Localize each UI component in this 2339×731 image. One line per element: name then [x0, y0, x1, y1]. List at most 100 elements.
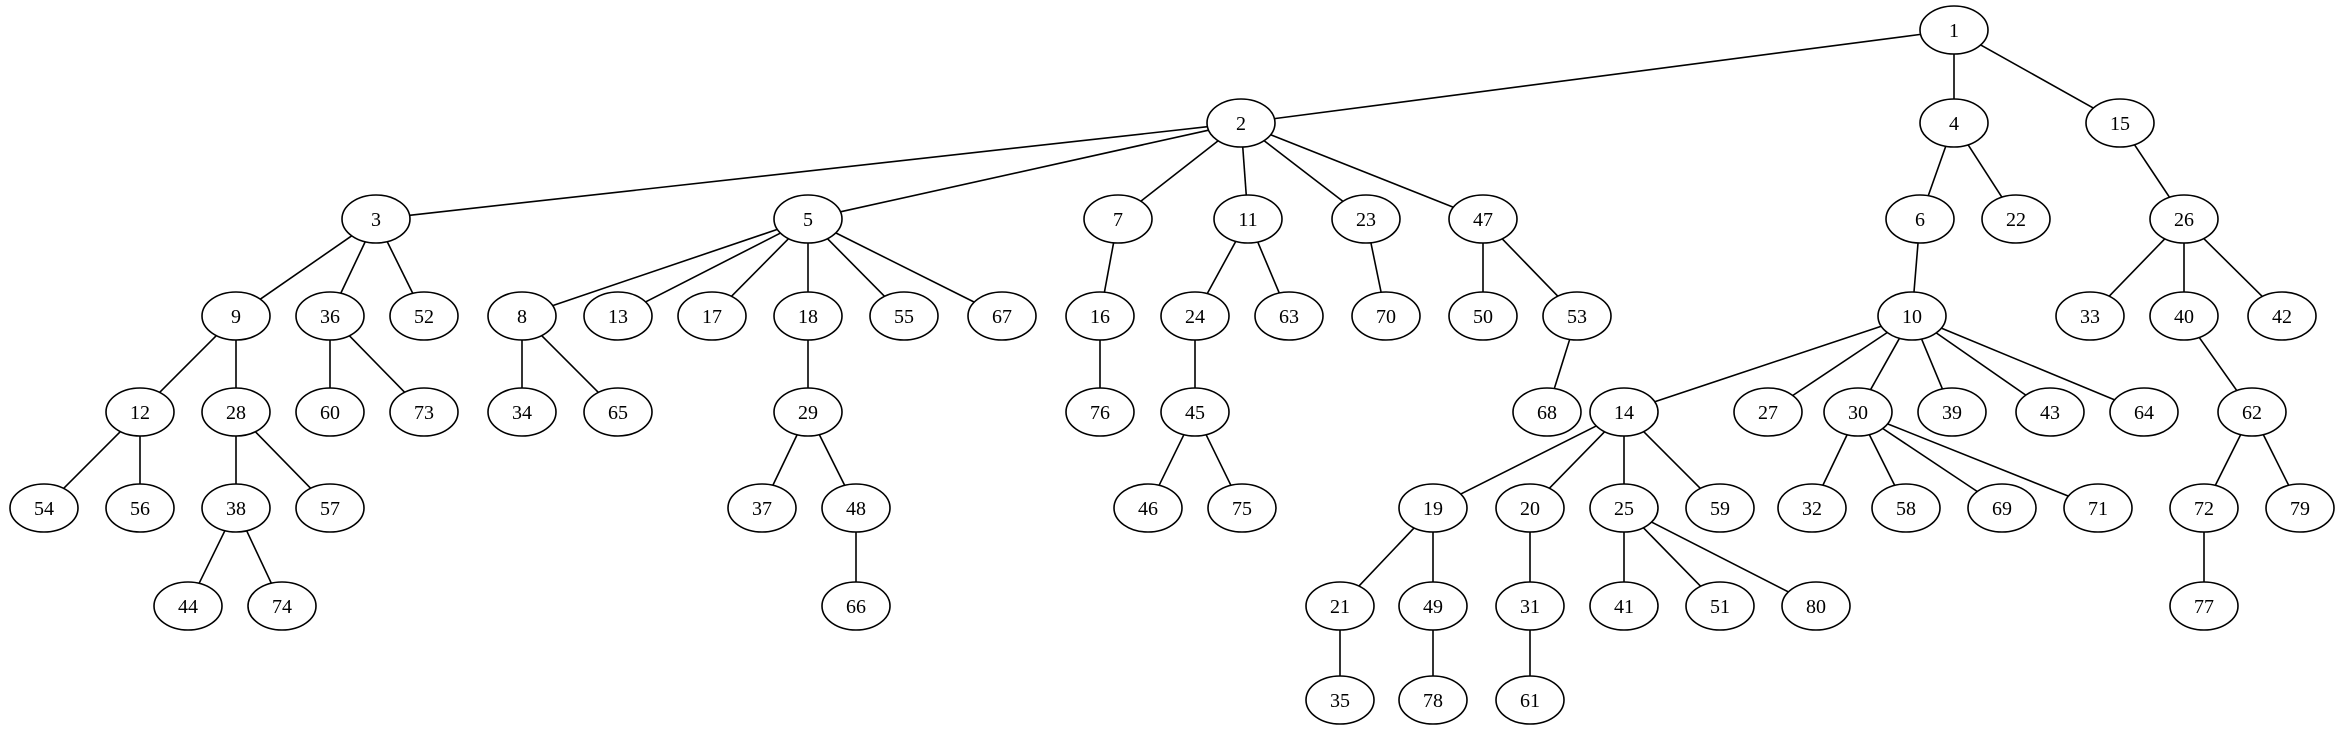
node-64: 64 [2109, 387, 2179, 437]
node-label: 70 [1376, 306, 1396, 328]
node-ellipse [727, 483, 797, 533]
node-ellipse [2169, 581, 2239, 631]
node-42: 42 [2247, 291, 2317, 341]
node-ellipse [2085, 98, 2155, 148]
edge-5-17 [730, 238, 790, 297]
node-ellipse [2063, 483, 2133, 533]
node-ellipse [1398, 675, 1468, 725]
node-ellipse [1351, 291, 1421, 341]
edge-10-64 [1941, 327, 2115, 401]
edge-3-9 [259, 235, 353, 300]
node-label: 24 [1185, 306, 1205, 328]
node-label: 54 [34, 498, 54, 520]
node-17: 17 [677, 291, 747, 341]
node-10: 10 [1877, 291, 1947, 341]
node-label: 66 [846, 596, 866, 618]
node-74: 74 [247, 581, 317, 631]
node-ellipse [677, 291, 747, 341]
node-label: 5 [803, 209, 813, 231]
node-ellipse [1733, 387, 1803, 437]
edge-2-47 [1270, 134, 1454, 208]
node-label: 34 [512, 402, 532, 424]
node-label: 28 [226, 402, 246, 424]
node-29: 29 [773, 387, 843, 437]
node-61: 61 [1495, 675, 1565, 725]
node-label: 4 [1949, 113, 1959, 135]
node-ellipse [1777, 483, 1847, 533]
node-label: 18 [798, 306, 818, 328]
node-label: 32 [1802, 498, 1822, 520]
node-label: 51 [1710, 596, 1730, 618]
node-16: 16 [1065, 291, 1135, 341]
node-label: 11 [1238, 209, 1257, 231]
node-26: 26 [2149, 194, 2219, 244]
node-ellipse [1495, 581, 1565, 631]
node-ellipse [1885, 194, 1955, 244]
node-label: 7 [1113, 209, 1123, 231]
node-label: 72 [2194, 498, 2214, 520]
node-ellipse [869, 291, 939, 341]
node-62: 62 [2217, 387, 2287, 437]
edge-10-30 [1869, 337, 1901, 391]
node-ellipse [153, 581, 223, 631]
node-ellipse [1823, 387, 1893, 437]
edge-3-52 [386, 241, 414, 294]
node-77: 77 [2169, 581, 2239, 631]
node-15: 15 [2085, 98, 2155, 148]
edges-layer [63, 33, 2290, 676]
node-28: 28 [201, 387, 271, 437]
node-ellipse [1967, 483, 2037, 533]
edge-4-6 [1927, 146, 1947, 196]
node-label: 45 [1185, 402, 1205, 424]
node-23: 23 [1331, 194, 1401, 244]
node-label: 20 [1520, 498, 1540, 520]
node-11: 11 [1213, 194, 1283, 244]
node-25: 25 [1589, 483, 1659, 533]
edge-1-15 [1980, 44, 2094, 109]
node-70: 70 [1351, 291, 1421, 341]
edge-4-22 [1967, 144, 2003, 198]
node-ellipse [1495, 675, 1565, 725]
edge-10-27 [1792, 331, 1888, 397]
node-label: 73 [414, 402, 434, 424]
node-ellipse [583, 387, 653, 437]
node-label: 75 [1232, 498, 1252, 520]
node-ellipse [583, 291, 653, 341]
node-ellipse [821, 581, 891, 631]
edge-15-26 [2133, 144, 2171, 198]
node-ellipse [1065, 291, 1135, 341]
node-ellipse [1331, 194, 1401, 244]
node-label: 27 [1758, 402, 1778, 424]
node-48: 48 [821, 483, 891, 533]
node-label: 62 [2242, 402, 2262, 424]
node-50: 50 [1448, 291, 1518, 341]
node-ellipse [1917, 387, 1987, 437]
node-label: 31 [1520, 596, 1540, 618]
node-label: 43 [2040, 402, 2060, 424]
edge-29-48 [818, 434, 846, 486]
node-label: 41 [1614, 596, 1634, 618]
node-24: 24 [1160, 291, 1230, 341]
edge-62-79 [2262, 434, 2290, 486]
edge-10-14 [1654, 325, 1882, 403]
edge-45-46 [1158, 434, 1185, 486]
edge-47-53 [1501, 238, 1559, 297]
node-ellipse [201, 483, 271, 533]
node-32: 32 [1777, 483, 1847, 533]
node-ellipse [1206, 98, 1276, 148]
node-13: 13 [583, 291, 653, 341]
edge-10-43 [1935, 332, 2027, 396]
node-ellipse [1981, 194, 2051, 244]
edge-30-69 [1882, 427, 1978, 493]
edge-38-44 [198, 530, 226, 584]
node-label: 64 [2134, 402, 2154, 424]
edge-23-70 [1370, 242, 1382, 293]
node-ellipse [201, 291, 271, 341]
node-65: 65 [583, 387, 653, 437]
node-ellipse [105, 387, 175, 437]
node-label: 49 [1423, 596, 1443, 618]
edge-5-55 [826, 238, 886, 297]
edge-3-36 [340, 241, 366, 294]
node-71: 71 [2063, 483, 2133, 533]
